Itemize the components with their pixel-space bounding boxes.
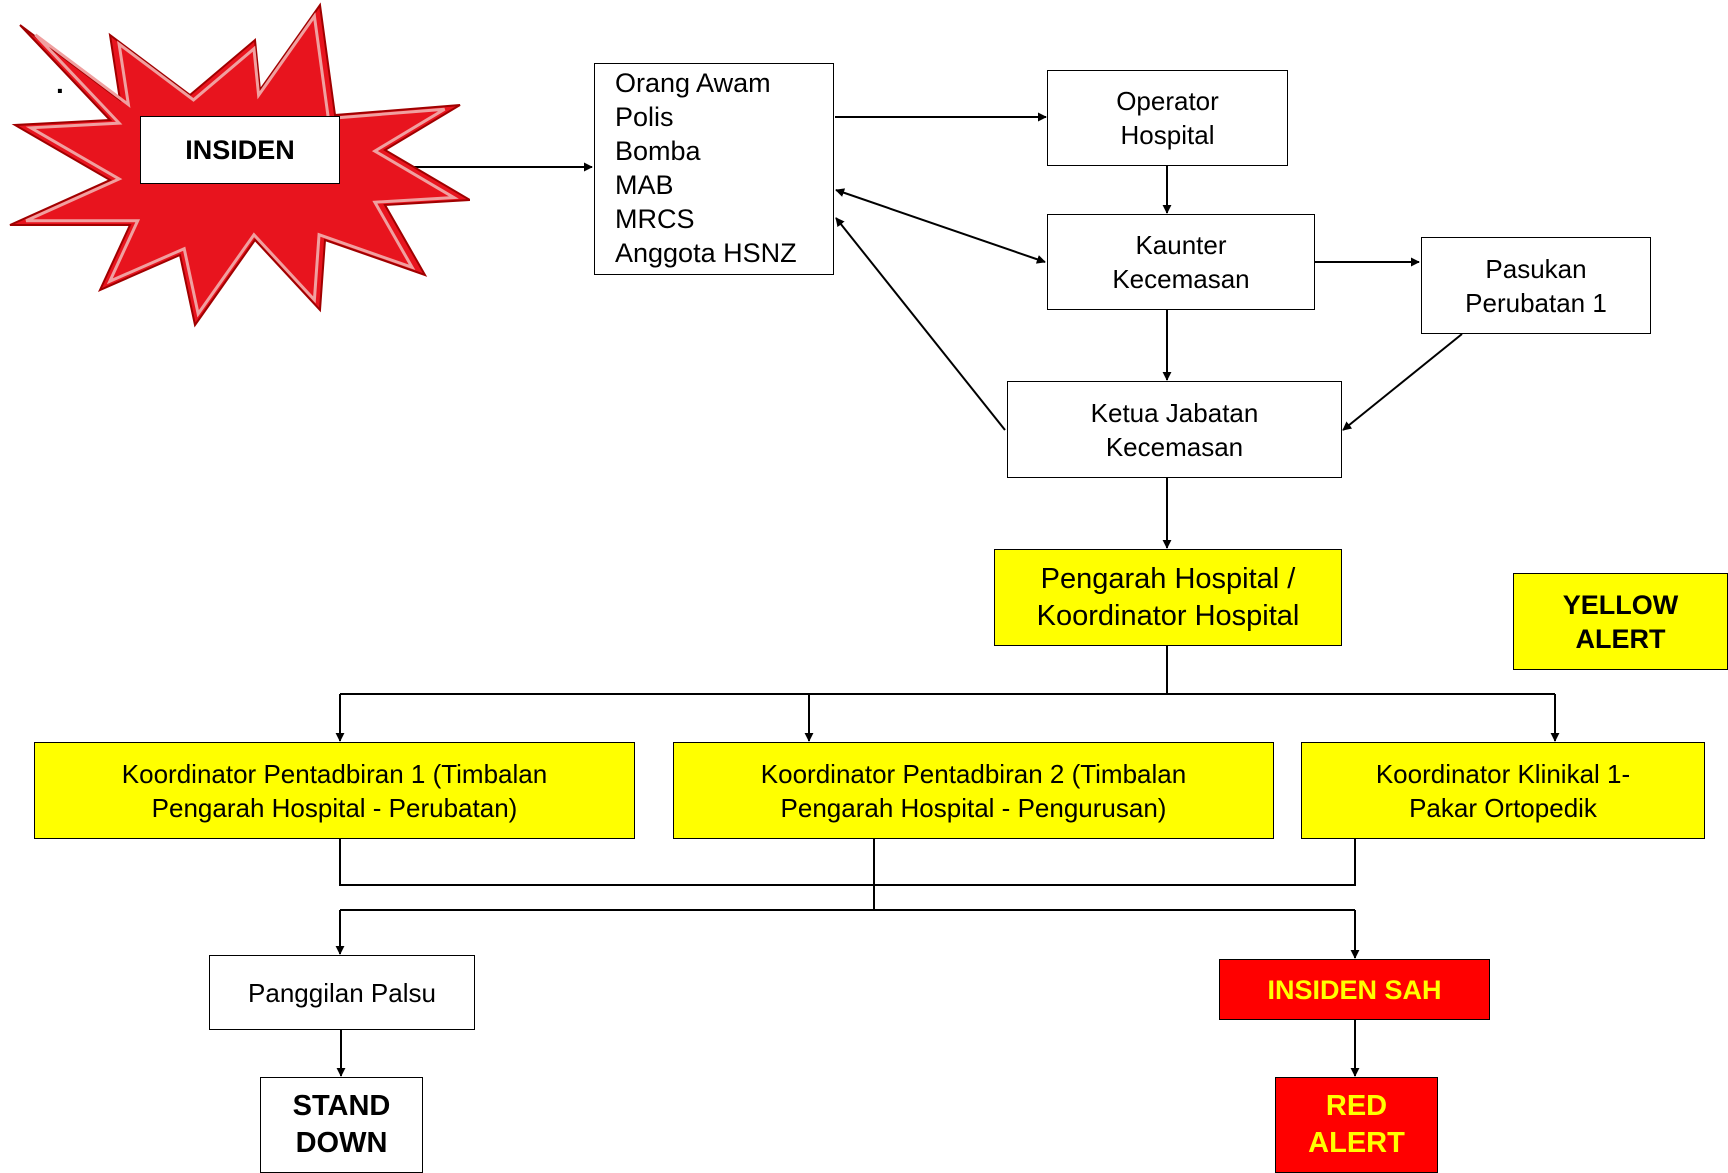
panggilan-label: Panggilan Palsu bbox=[248, 977, 436, 1008]
reporter-item: MRCS bbox=[615, 204, 695, 234]
line-koord-collect bbox=[339, 839, 1356, 886]
yellow-alert-line: YELLOW bbox=[1562, 589, 1679, 620]
stray-dot: . bbox=[56, 68, 64, 99]
yellow-alert-box: YELLOW ALERT bbox=[1513, 573, 1728, 670]
stand-down-line: DOWN bbox=[295, 1127, 388, 1159]
kaunter-line: Kaunter bbox=[1135, 230, 1227, 260]
ketua-jabatan-box: Ketua Jabatan Kecemasan bbox=[1007, 381, 1342, 478]
koord-3-line: Koordinator Klinikal 1- bbox=[1375, 758, 1631, 789]
koordinator-pentadbiran-1-box: Koordinator Pentadbiran 1 (Timbalan Peng… bbox=[34, 742, 635, 839]
reporter-item: Orang Awam bbox=[615, 68, 771, 98]
yellow-alert-line: ALERT bbox=[1575, 623, 1666, 654]
red-alert-box: RED ALERT bbox=[1275, 1077, 1438, 1173]
koord-2-line: Pengarah Hospital - Pengurusan) bbox=[780, 792, 1167, 823]
reporter-item: Polis bbox=[615, 102, 674, 132]
ketua-line: Kecemasan bbox=[1105, 431, 1244, 462]
reporter-item: Anggota HSNZ bbox=[615, 238, 797, 268]
pasukan-line: Perubatan 1 bbox=[1465, 287, 1607, 318]
pengarah-hospital-box: Pengarah Hospital / Koordinator Hospital bbox=[994, 549, 1342, 646]
koordinator-pentadbiran-2-box: Koordinator Pentadbiran 2 (Timbalan Peng… bbox=[673, 742, 1274, 839]
red-alert-line: RED bbox=[1325, 1090, 1388, 1122]
insiden-box: INSIDEN bbox=[140, 116, 340, 184]
operator-line: Hospital bbox=[1120, 120, 1215, 150]
burst-inner-outline bbox=[25, 12, 459, 318]
arrow-reporters-kaunter bbox=[835, 188, 1046, 264]
stand-down-line: STAND bbox=[292, 1090, 391, 1122]
panggilan-palsu-box: Panggilan Palsu bbox=[209, 955, 475, 1030]
insiden-label: INSIDEN bbox=[185, 135, 295, 165]
kaunter-kecemasan-box: Kaunter Kecemasan bbox=[1047, 214, 1315, 310]
koord-1-line: Koordinator Pentadbiran 1 (Timbalan bbox=[121, 758, 548, 789]
pasukan-perubatan-box: Pasukan Perubatan 1 bbox=[1421, 237, 1651, 334]
red-alert-line: ALERT bbox=[1308, 1127, 1405, 1159]
operator-line: Operator bbox=[1116, 86, 1219, 116]
reporter-item: Bomba bbox=[615, 136, 701, 166]
pasukan-line: Pasukan bbox=[1485, 253, 1587, 284]
koord-3-line: Pakar Ortopedik bbox=[1409, 792, 1597, 823]
pengarah-line: Koordinator Hospital bbox=[1036, 599, 1300, 632]
koord-1-line: Pengarah Hospital - Perubatan) bbox=[151, 792, 518, 823]
arrow-pasukan-to-ketua bbox=[1342, 333, 1463, 431]
pengarah-line: Pengarah Hospital / bbox=[1040, 562, 1296, 595]
stand-down-box: STAND DOWN bbox=[260, 1077, 423, 1173]
insiden-sah-label: INSIDEN SAH bbox=[1267, 974, 1442, 1005]
koord-2-line: Koordinator Pentadbiran 2 (Timbalan bbox=[760, 758, 1187, 789]
insiden-sah-box: INSIDEN SAH bbox=[1219, 959, 1490, 1020]
operator-hospital-box: Operator Hospital bbox=[1047, 70, 1288, 166]
kaunter-line: Kecemasan bbox=[1112, 264, 1250, 294]
reporter-item: MAB bbox=[615, 170, 674, 200]
koordinator-klinikal-box: Koordinator Klinikal 1- Pakar Ortopedik bbox=[1301, 742, 1705, 839]
reporters-box: Orang Awam Polis Bomba MAB MRCS Anggota … bbox=[594, 63, 834, 275]
arrow-ketua-to-reporters bbox=[835, 217, 1006, 431]
ketua-line: Ketua Jabatan bbox=[1090, 397, 1259, 428]
